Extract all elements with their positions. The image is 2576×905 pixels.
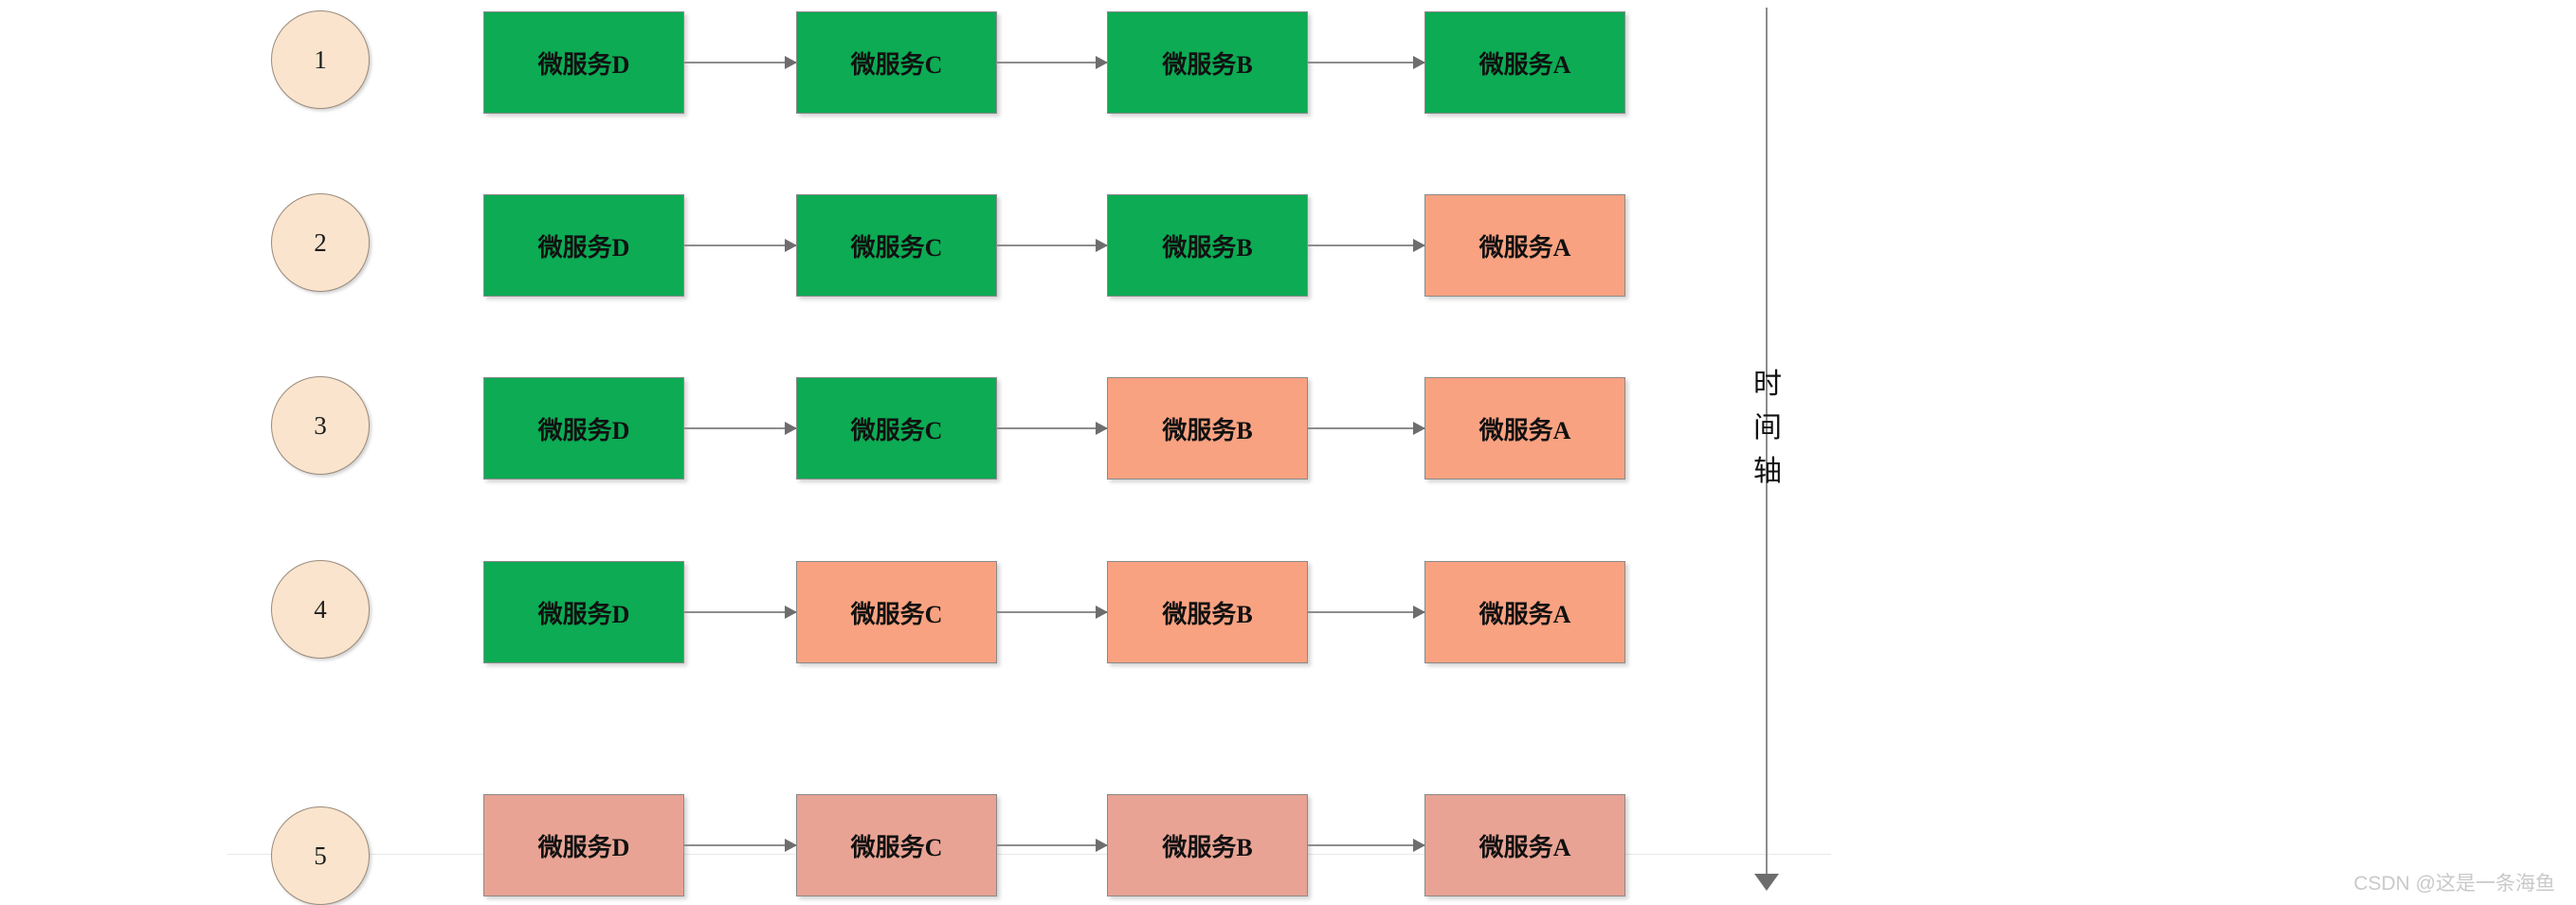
service-box-c[interactable]: 微服务C <box>796 11 997 114</box>
timeline-label: 时 间 轴 <box>1749 363 1787 494</box>
service-box-c[interactable]: 微服务C <box>796 377 997 480</box>
arrow-c-to-b <box>997 239 1108 252</box>
step-number: 2 <box>314 227 327 257</box>
service-box-b[interactable]: 微服务B <box>1107 794 1308 896</box>
service-box-a[interactable]: 微服务A <box>1424 561 1625 663</box>
step-circle: 1 <box>271 10 370 109</box>
service-box-b[interactable]: 微服务B <box>1107 11 1308 114</box>
arrow-b-to-a <box>1308 606 1425 619</box>
arrow-d-to-c <box>684 422 797 435</box>
chain-row: 3 微服务D 微服务C 微服务B 微服务A <box>0 376 2576 481</box>
watermark: CSDN @这是一条海鱼 <box>2353 873 2555 895</box>
service-box-d[interactable]: 微服务D <box>483 11 684 114</box>
timeline-label-char-2: 间 <box>1753 412 1782 443</box>
service-label: 微服务C <box>850 600 943 628</box>
service-box-d[interactable]: 微服务D <box>483 377 684 480</box>
arrow-d-to-c <box>684 239 797 252</box>
service-label: 微服务D <box>537 50 630 79</box>
arrow-b-to-a <box>1308 422 1425 435</box>
service-label: 微服务A <box>1478 600 1571 628</box>
service-label: 微服务D <box>537 600 630 628</box>
chain-row: 5 微服务D 微服务C 微服务B 微服务A <box>0 794 2576 905</box>
arrow-c-to-b <box>997 422 1108 435</box>
arrow-c-to-b <box>997 839 1108 852</box>
step-number: 4 <box>314 594 327 624</box>
service-box-c[interactable]: 微服务C <box>796 794 997 896</box>
service-box-a[interactable]: 微服务A <box>1424 377 1625 480</box>
service-label: 微服务C <box>850 833 943 861</box>
service-label: 微服务D <box>537 233 630 262</box>
service-label: 微服务C <box>850 233 943 262</box>
chain-row: 2 微服务D 微服务C 微服务B 微服务A <box>0 193 2576 299</box>
service-box-a[interactable]: 微服务A <box>1424 794 1625 896</box>
service-box-a[interactable]: 微服务A <box>1424 194 1625 297</box>
service-label: 微服务C <box>850 416 943 444</box>
arrow-d-to-c <box>684 839 797 852</box>
arrow-c-to-b <box>997 606 1108 619</box>
arrow-b-to-a <box>1308 56 1425 69</box>
arrow-d-to-c <box>684 606 797 619</box>
arrow-d-to-c <box>684 56 797 69</box>
service-box-d[interactable]: 微服务D <box>483 794 684 896</box>
chain-row: 1 微服务D 微服务C 微服务B 微服务A <box>0 10 2576 116</box>
service-label: 微服务A <box>1478 50 1571 79</box>
service-label: 微服务B <box>1162 833 1253 861</box>
service-box-b[interactable]: 微服务B <box>1107 194 1308 297</box>
service-label: 微服务B <box>1162 600 1253 628</box>
service-box-c[interactable]: 微服务C <box>796 194 997 297</box>
service-box-d[interactable]: 微服务D <box>483 561 684 663</box>
baseline-rule <box>227 854 1831 855</box>
service-label: 微服务A <box>1478 416 1571 444</box>
timeline-label-char-1: 时 <box>1753 369 1782 400</box>
timeline-axis-line <box>1766 8 1768 879</box>
step-number: 1 <box>314 45 327 74</box>
step-circle: 2 <box>271 193 370 292</box>
service-label: 微服务D <box>537 416 630 444</box>
step-number: 5 <box>314 841 327 870</box>
chain-row: 4 微服务D 微服务C 微服务B 微服务A <box>0 560 2576 665</box>
service-label: 微服务D <box>537 833 630 861</box>
service-label: 微服务A <box>1478 833 1571 861</box>
service-label: 微服务B <box>1162 416 1253 444</box>
arrow-b-to-a <box>1308 239 1425 252</box>
service-label: 微服务B <box>1162 50 1253 79</box>
service-box-d[interactable]: 微服务D <box>483 194 684 297</box>
service-label: 微服务A <box>1478 233 1571 262</box>
service-box-c[interactable]: 微服务C <box>796 561 997 663</box>
arrow-b-to-a <box>1308 839 1425 852</box>
service-box-b[interactable]: 微服务B <box>1107 377 1308 480</box>
arrow-c-to-b <box>997 56 1108 69</box>
step-circle: 4 <box>271 560 370 659</box>
service-box-a[interactable]: 微服务A <box>1424 11 1625 114</box>
service-box-b[interactable]: 微服务B <box>1107 561 1308 663</box>
step-number: 3 <box>314 410 327 440</box>
service-label: 微服务C <box>850 50 943 79</box>
timeline-label-char-3: 轴 <box>1753 456 1782 487</box>
step-circle: 3 <box>271 376 370 475</box>
timeline-arrow-icon <box>1754 874 1779 891</box>
service-label: 微服务B <box>1162 233 1253 262</box>
step-circle: 5 <box>271 806 370 905</box>
